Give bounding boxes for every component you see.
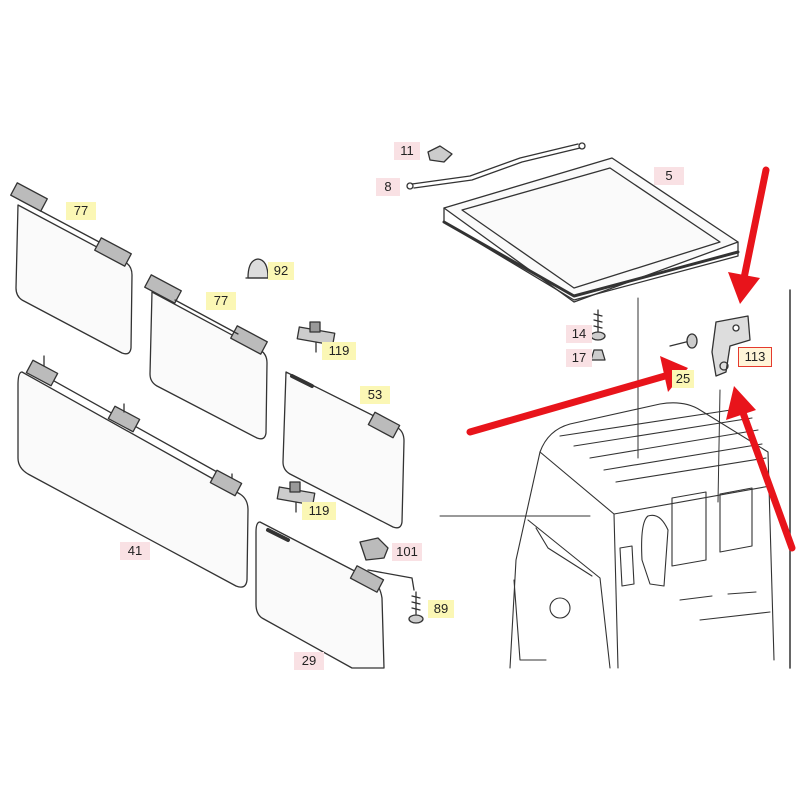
label-part-77-middle: 77 [206,292,236,310]
screw-89 [408,591,424,624]
sun-visor-29 [255,521,415,669]
label-part-11: 11 [394,142,420,160]
label-part-17: 17 [566,349,592,367]
label-part-89: 89 [428,600,454,618]
sun-visor-77-middle [144,274,268,440]
truck-cab [509,402,775,669]
label-part-53: 53 [360,386,390,404]
label-part-77-left: 77 [66,202,96,220]
label-part-5: 5 [654,167,684,185]
cap-92 [245,258,271,279]
label-part-41: 41 [120,542,150,560]
clip-101 [359,537,389,561]
sun-visor-53 [282,371,405,529]
red-arrows [466,166,796,552]
screw-25 [669,333,698,349]
label-part-101: 101 [392,543,422,561]
label-part-8: 8 [376,178,400,196]
arrow-right [466,356,688,436]
clip-11 [427,145,453,163]
clip-119-lower [276,481,316,513]
sun-visor-41 [17,355,249,588]
sun-visor-77-left [10,182,133,355]
leader-lines [439,297,721,517]
label-part-119-lower: 119 [302,502,336,520]
hinge-113 [711,315,751,377]
label-part-119-upper: 119 [322,342,356,360]
label-part-25: 25 [672,370,694,388]
label-part-113: 113 [738,347,772,367]
nut-17 [590,349,606,361]
clip-119-upper [296,321,336,353]
screw-14 [590,309,606,341]
arrow-down [728,166,770,304]
label-part-29: 29 [294,652,324,670]
arrow-up [726,386,796,552]
roof-hatch-5 [442,157,740,303]
label-part-92: 92 [268,262,294,280]
rod-8 [406,142,586,190]
label-part-14: 14 [566,325,592,343]
